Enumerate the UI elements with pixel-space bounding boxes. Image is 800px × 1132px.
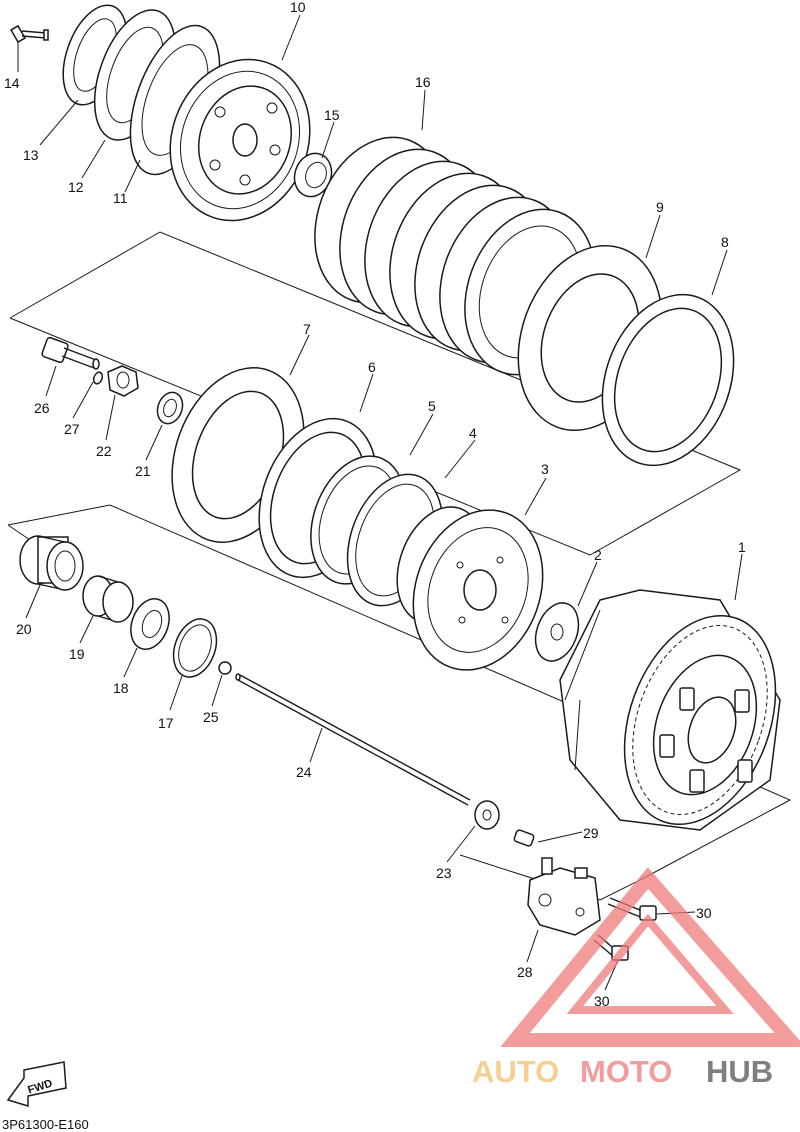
part-28-release-cylinder — [527, 857, 601, 936]
watermark-triangle-icon — [500, 867, 800, 1047]
label-5: 5 — [428, 398, 436, 414]
part-19-bush — [82, 575, 134, 623]
part-labels: 1 2 3 4 5 6 7 8 9 10 11 12 13 14 15 16 1… — [4, 0, 746, 1009]
part-1-clutch-housing — [559, 589, 781, 831]
label-4: 4 — [469, 425, 477, 441]
label-2: 2 — [594, 547, 602, 563]
label-20: 20 — [16, 621, 32, 637]
label-23: 23 — [436, 865, 452, 881]
label-9: 9 — [656, 199, 664, 215]
part-27-washer — [92, 371, 104, 385]
label-19: 19 — [69, 646, 85, 662]
part-14-bolt — [10, 24, 49, 44]
part-23-collar — [474, 800, 500, 830]
label-27: 27 — [64, 421, 80, 437]
label-14: 14 — [4, 75, 20, 91]
label-13: 13 — [23, 147, 39, 163]
label-18: 18 — [113, 680, 129, 696]
label-21: 21 — [135, 463, 151, 479]
label-7: 7 — [303, 321, 311, 337]
label-24: 24 — [296, 764, 312, 780]
part-2-washer — [534, 602, 580, 662]
part-26-bolt — [41, 336, 100, 370]
label-17: 17 — [158, 715, 174, 731]
label-10: 10 — [290, 0, 306, 15]
watermark-logo: AUTO MOTO HUB — [472, 867, 800, 1089]
part-10-pressure-plate — [169, 58, 311, 222]
label-3: 3 — [541, 461, 549, 477]
label-8: 8 — [721, 234, 729, 250]
label-15: 15 — [324, 107, 340, 123]
part-22-nut — [107, 365, 139, 397]
label-26: 26 — [34, 400, 50, 416]
part-16-friction-plates — [314, 136, 596, 376]
part-3-clutch-boss — [396, 506, 544, 671]
part-8-friction-plate — [601, 293, 735, 467]
watermark-auto: AUTO — [472, 1054, 559, 1089]
label-11: 11 — [113, 190, 128, 206]
part-18-bearing — [130, 598, 170, 650]
label-6: 6 — [368, 359, 376, 375]
watermark-hub: HUB — [706, 1054, 773, 1089]
label-30-upper: 30 — [696, 905, 712, 921]
diagram-code: 3P61300-E160 — [2, 1117, 89, 1132]
part-20-collar — [19, 535, 84, 591]
label-30-lower: 30 — [594, 993, 610, 1009]
label-25: 25 — [203, 709, 219, 725]
part-17-washer — [172, 618, 218, 678]
label-12: 12 — [68, 179, 84, 195]
label-16: 16 — [415, 74, 431, 90]
label-29: 29 — [583, 825, 599, 841]
watermark-moto: MOTO — [580, 1054, 672, 1089]
part-25-ball — [218, 661, 232, 675]
part-29-pin — [513, 829, 535, 847]
part-24-push-rod — [235, 673, 471, 806]
label-22: 22 — [96, 443, 112, 459]
label-1: 1 — [738, 539, 746, 555]
fwd-arrow-icon: FWD — [6, 1061, 67, 1108]
leader-lines — [17, 14, 743, 991]
label-28: 28 — [517, 964, 533, 980]
part-21-lock-washer — [156, 391, 184, 425]
